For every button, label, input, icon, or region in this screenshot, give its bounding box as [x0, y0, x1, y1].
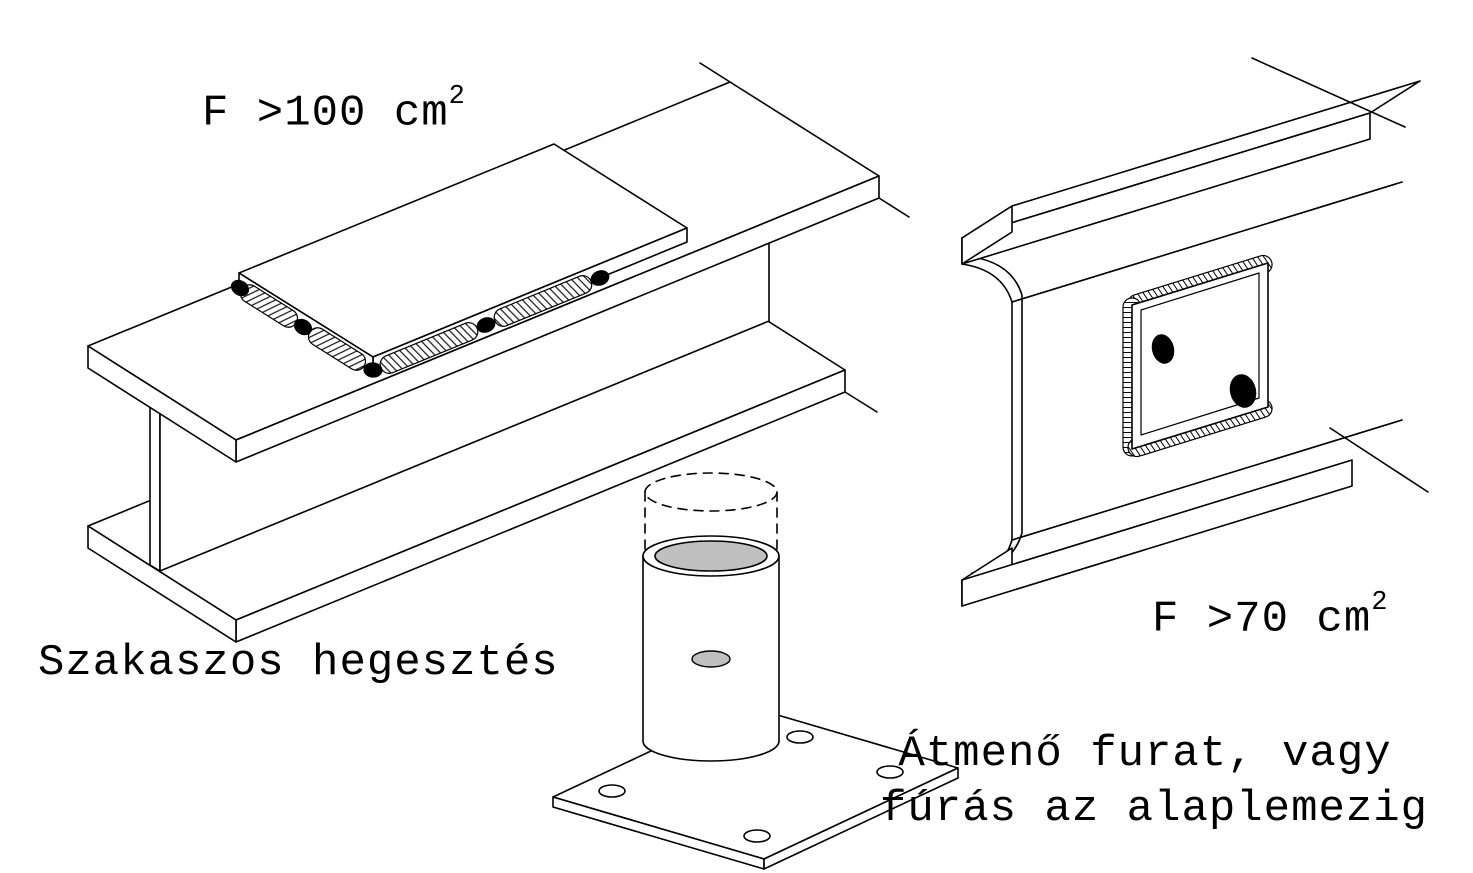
phantom-top-ellipse — [644, 472, 778, 512]
weld-end-cap — [293, 318, 313, 336]
area-label-f100-sup: 2 — [448, 82, 466, 112]
anchor-hole-west — [598, 784, 626, 798]
right-beam-web-top-edge — [1011, 181, 1403, 303]
left-beam-web-end-sliver — [149, 406, 161, 572]
area-label-f70-text: F >70 cm — [1152, 594, 1372, 645]
anchor-hole-south — [743, 829, 771, 843]
hole-caption-line1: Átmenő furat, vagy — [898, 729, 1392, 779]
weld-caption: Szakaszos hegesztés — [38, 638, 559, 688]
area-label-f100-text: F >100 cm — [202, 88, 449, 139]
right-beam-top-fillet — [961, 263, 1013, 303]
left-beam-bottom-break-extension2 — [844, 391, 878, 413]
left-beam-top-flange-end-face — [87, 345, 237, 463]
left-beam-top-break-extension — [699, 62, 731, 83]
right-beam-top-flange-end-face — [961, 205, 1013, 265]
phantom-extension — [644, 472, 778, 552]
through-hole — [691, 650, 731, 668]
post-cylinder — [642, 472, 780, 762]
right-beam-top-flange-tip-face — [961, 112, 1371, 265]
area-label-f70-sup: 2 — [1371, 588, 1389, 618]
web-plate — [1122, 254, 1273, 458]
left-i-beam — [87, 62, 910, 643]
plate-hole-lower — [1229, 374, 1257, 408]
weld-end-cap — [590, 270, 610, 286]
web-plate-inner-edge — [1140, 272, 1260, 436]
plate-hole-upper — [1151, 334, 1175, 364]
base-plate — [552, 705, 959, 870]
web-plate-face — [1131, 262, 1269, 450]
weld-end-cap — [476, 317, 496, 333]
right-beam-inner-profile — [971, 256, 1023, 574]
weld-end-cap — [363, 362, 383, 378]
base-plate-front-right-face — [763, 767, 959, 870]
cylinder-bottom-arc — [642, 740, 780, 762]
hole-caption-line2: fúrás az alaplemezig — [880, 784, 1429, 834]
left-beam-bottom-flange-end-face — [87, 525, 237, 643]
anchor-hole-east — [876, 765, 904, 779]
intermittent-weld-seam — [230, 270, 610, 378]
hole-caption: Átmenő furat, vagy fúrás az alaplemezig — [880, 727, 1429, 837]
right-beam-bottom-flange-tip-face — [961, 459, 1353, 607]
left-beam-top-break-extension2 — [878, 197, 910, 218]
area-label-f70: F >70 cm2 — [1152, 588, 1388, 645]
cylinder-top-face-gray — [654, 540, 768, 572]
right-beam-bottom-break-mark — [1329, 427, 1429, 493]
right-beam-web-bottom-edge — [1011, 419, 1403, 541]
right-i-beam — [961, 57, 1429, 607]
anchor-hole-north — [786, 730, 814, 744]
right-beam-top-flange-top-face — [961, 80, 1421, 239]
area-label-f100: F >100 cm2 — [202, 82, 466, 139]
weld-end-cap — [230, 279, 250, 297]
right-beam-top-break-mark — [1251, 57, 1406, 128]
